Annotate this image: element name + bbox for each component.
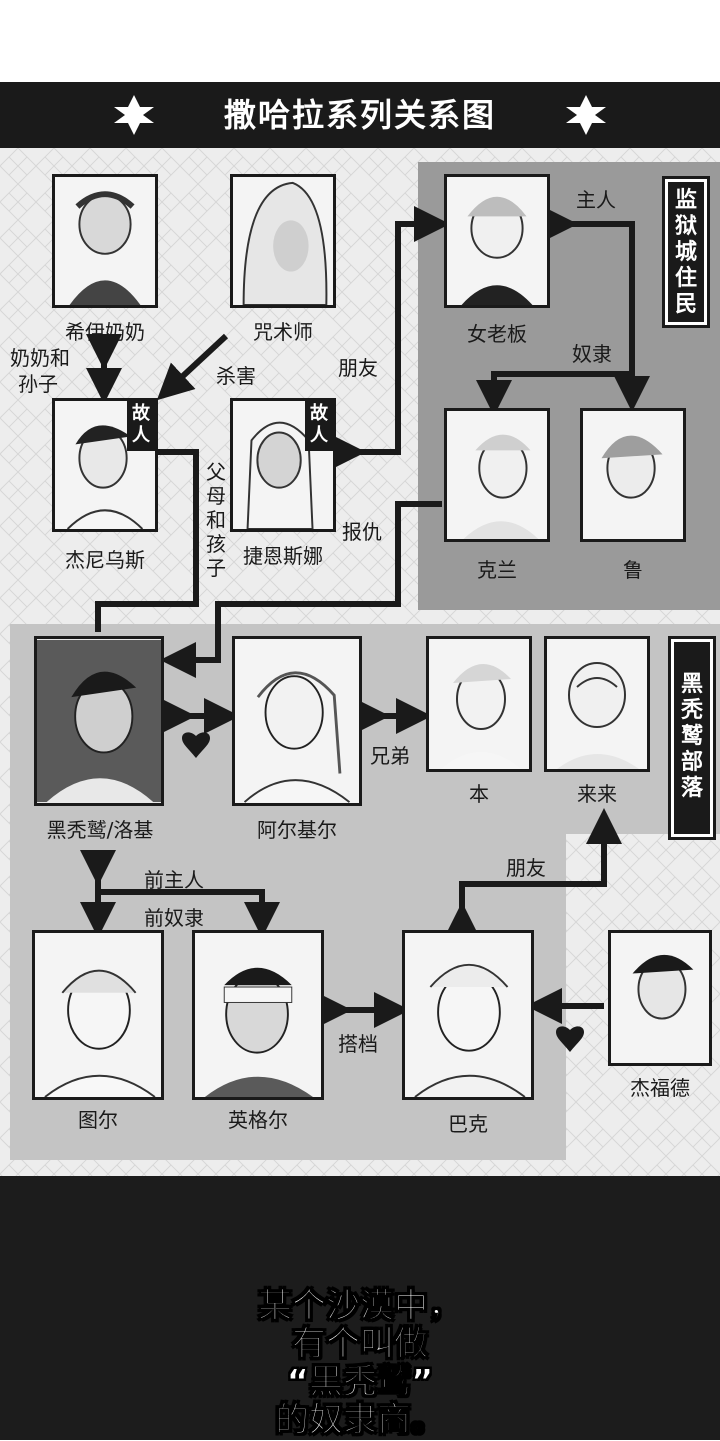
narration-panel <box>0 1176 720 1440</box>
relation-master: 主人 <box>576 188 616 212</box>
narration-line-3: “黑秃鹫” <box>286 1362 434 1403</box>
star-icon-right <box>566 95 606 135</box>
name-tur: 图尔 <box>78 1108 118 1132</box>
relation-slave: 奴隶 <box>572 342 612 366</box>
star-icon-left <box>114 95 154 135</box>
portrait-tur <box>32 930 164 1100</box>
relation-friend: 朋友 <box>338 356 378 380</box>
relation-former-master: 前主人 <box>144 868 204 892</box>
name-sorcerer: 咒术师 <box>253 320 313 344</box>
name-bak: 巴克 <box>448 1112 488 1136</box>
name-ben: 本 <box>469 782 489 806</box>
portrait-jessna: 故人 <box>230 398 336 532</box>
name-engel: 英格尔 <box>228 1108 288 1132</box>
name-grandma: 希伊奶奶 <box>65 320 145 344</box>
group-prison-label: 监狱城住民 <box>668 182 704 322</box>
relation-grandparent-line1: 奶奶和 <box>10 346 70 370</box>
relation-revenge: 报仇 <box>342 520 382 544</box>
name-kelan: 克兰 <box>477 558 517 582</box>
group-tribe: 黑秃鹫部落 <box>668 636 716 840</box>
portrait-boss <box>444 174 550 308</box>
group-prison: 监狱城住民 <box>662 176 710 328</box>
relation-partner: 搭档 <box>338 1032 378 1056</box>
portrait-loki <box>34 636 164 806</box>
name-jessna: 捷恩斯娜 <box>243 544 323 568</box>
name-laila: 来来 <box>577 782 617 806</box>
name-jefford: 杰福德 <box>630 1076 690 1100</box>
relation-kill: 杀害 <box>216 364 256 388</box>
group-tribe-label: 黑秃鹫部落 <box>674 642 710 834</box>
deceased-tag: 故人 <box>305 401 333 451</box>
portrait-jefford <box>608 930 712 1066</box>
narration-line-2: 有个叫做 <box>292 1324 429 1365</box>
portrait-ben <box>426 636 532 772</box>
relation-former-slave: 前奴隶 <box>144 906 204 930</box>
deceased-tag: 故人 <box>127 401 155 451</box>
name-lu: 鲁 <box>623 558 643 582</box>
page-title: 撒哈拉系列关系图 <box>223 96 496 134</box>
narration-line-1: 某个沙漠中， <box>258 1286 463 1327</box>
portrait-sorcerer <box>230 174 336 308</box>
portrait-engel <box>192 930 324 1100</box>
portrait-janius: 故人 <box>52 398 158 532</box>
relation-brothers: 兄弟 <box>370 744 410 768</box>
title-banner: 撒哈拉系列关系图 <box>0 82 720 148</box>
name-alkir: 阿尔基尔 <box>257 818 337 842</box>
name-loki: 黑秃鹫/洛基 <box>46 818 154 842</box>
portrait-bak <box>402 930 534 1100</box>
portrait-kelan <box>444 408 550 542</box>
portrait-grandma <box>52 174 158 308</box>
portrait-alkir <box>232 636 362 806</box>
relation-grandparent-line2: 孙子 <box>18 372 58 396</box>
relation-parent-child: 父母和孩子 <box>206 460 226 580</box>
portrait-laila <box>544 636 650 772</box>
name-janius: 杰尼乌斯 <box>65 548 145 572</box>
portrait-lu <box>580 408 686 542</box>
narration-line-4: 的奴隶商。 <box>275 1400 446 1441</box>
relation-friend-bak: 朋友 <box>506 856 546 880</box>
name-boss: 女老板 <box>467 322 527 346</box>
